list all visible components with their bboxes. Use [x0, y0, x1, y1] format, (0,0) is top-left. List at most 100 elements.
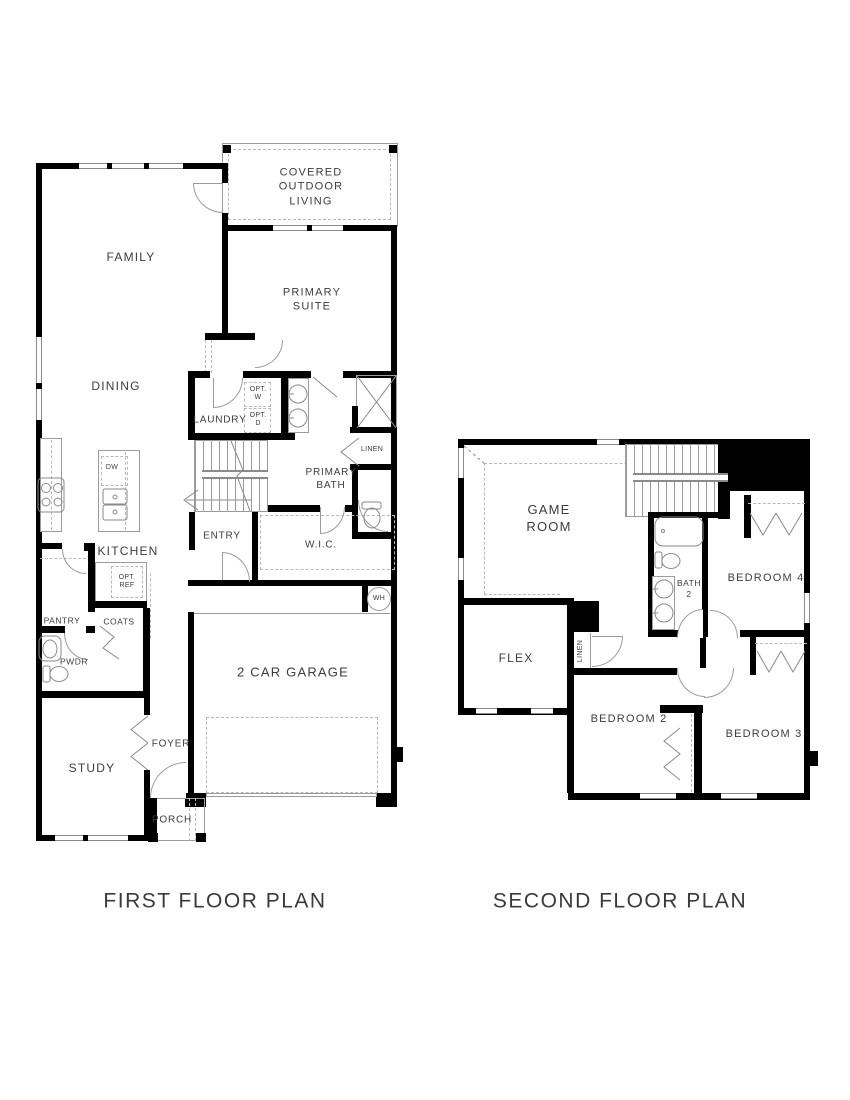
wall-segment	[36, 543, 62, 549]
label-water-heater: WH	[372, 594, 386, 602]
wall-bump	[806, 751, 818, 766]
porch-post	[223, 145, 231, 153]
room-label-kitchen: KITCHEN	[97, 544, 159, 559]
water-heater-circle	[367, 587, 391, 611]
stair-direction-arrow	[183, 489, 252, 511]
wall-segment	[458, 598, 572, 605]
wall-segment	[143, 608, 150, 697]
wall-segment	[88, 551, 95, 612]
wall-segment	[222, 225, 397, 231]
window-mullion	[107, 163, 112, 169]
wall-segment	[36, 169, 42, 337]
shower-glass	[356, 375, 397, 429]
powder-sink	[38, 635, 62, 662]
closet-dashed	[691, 714, 692, 792]
window	[36, 337, 42, 383]
wall-segment	[243, 371, 311, 378]
wall-segment	[574, 668, 677, 675]
wall-segment	[36, 626, 65, 633]
wall-segment	[700, 630, 708, 637]
window-mullion	[83, 835, 88, 841]
window	[88, 835, 128, 841]
dishwasher-box	[101, 456, 128, 486]
wall-segment	[36, 163, 79, 169]
window	[804, 593, 810, 623]
window-mullion	[36, 383, 42, 389]
room-label-linen-2: LINEN	[576, 639, 584, 663]
wall-segment	[352, 470, 358, 534]
bedroom4-closet-doors	[749, 512, 803, 536]
cased-opening-dashed	[205, 340, 206, 373]
room-label-foyer: FOYER	[151, 738, 191, 750]
room-label-entry: ENTRY	[203, 530, 241, 542]
wall-segment	[458, 439, 810, 445]
hall-dashed	[150, 573, 151, 638]
first-floor-caption: FIRST FLOOR PLAN	[103, 889, 327, 913]
wall-segment	[345, 505, 352, 512]
coats-bifold-door	[99, 625, 120, 660]
wall-segment	[350, 427, 397, 433]
wall-segment	[128, 835, 150, 841]
wall-segment	[567, 598, 574, 793]
wall-segment	[183, 163, 228, 169]
wall-segment	[343, 371, 397, 378]
wall-segment	[252, 505, 320, 512]
window	[721, 793, 757, 799]
window	[458, 558, 464, 580]
game-room-dashed	[484, 594, 560, 595]
wall-segment	[458, 445, 464, 715]
label-opt-d: OPT. D	[249, 411, 267, 427]
wall-segment	[222, 213, 228, 333]
label-opt-w: OPT. W	[249, 385, 267, 401]
porch-dashed	[189, 798, 190, 841]
window	[36, 389, 42, 420]
primary-vanity-sinks	[288, 384, 308, 428]
wall-segment	[694, 713, 702, 793]
room-label-flex: FLEX	[498, 651, 534, 666]
wall-block	[571, 601, 599, 632]
filled-chase-area	[725, 439, 810, 491]
porch-post	[196, 833, 206, 842]
wall-segment	[188, 433, 295, 440]
room-label-study: STUDY	[68, 761, 116, 776]
wall-segment	[352, 532, 397, 539]
porch-post	[148, 833, 158, 842]
wall-segment	[648, 512, 654, 637]
label-dw: DW	[105, 463, 119, 471]
room-label-bedroom-3: BEDROOM 3	[725, 727, 803, 740]
opt-washer-box	[244, 382, 271, 407]
stair-break-line	[230, 440, 251, 512]
window	[79, 163, 183, 169]
wall-segment	[252, 505, 258, 582]
bathtub	[654, 516, 704, 547]
window	[476, 708, 497, 714]
wall-segment	[86, 626, 95, 633]
label-linen: LINEN	[360, 445, 384, 453]
cased-opening-dashed	[211, 340, 212, 373]
wall-segment	[740, 630, 810, 637]
wall-segment	[350, 464, 397, 470]
powder-toilet	[42, 665, 69, 683]
window	[55, 835, 83, 841]
wall-segment	[458, 708, 574, 715]
room-label-dining: DINING	[91, 379, 141, 394]
room-label-primary-suite: PRIMARY SUITE	[282, 286, 342, 313]
room-label-laundry: LAUNDRY	[193, 414, 247, 426]
window	[312, 225, 343, 231]
wall-segment	[281, 378, 288, 440]
second-floor-caption: SECOND FLOOR PLAN	[492, 889, 748, 913]
window	[597, 439, 619, 445]
window	[273, 225, 307, 231]
room-label-bedroom-4: BEDROOM 4	[727, 571, 805, 584]
room-label-bedroom-2: BEDROOM 2	[590, 712, 668, 725]
counter-dashed	[51, 440, 52, 530]
door-leaf-diagonal	[312, 376, 338, 398]
window	[531, 708, 553, 714]
wall-segment	[88, 601, 147, 608]
bedroom3-closet-doors	[756, 650, 806, 674]
window	[640, 793, 676, 799]
wall-segment	[188, 371, 195, 440]
wall-segment	[188, 371, 210, 378]
